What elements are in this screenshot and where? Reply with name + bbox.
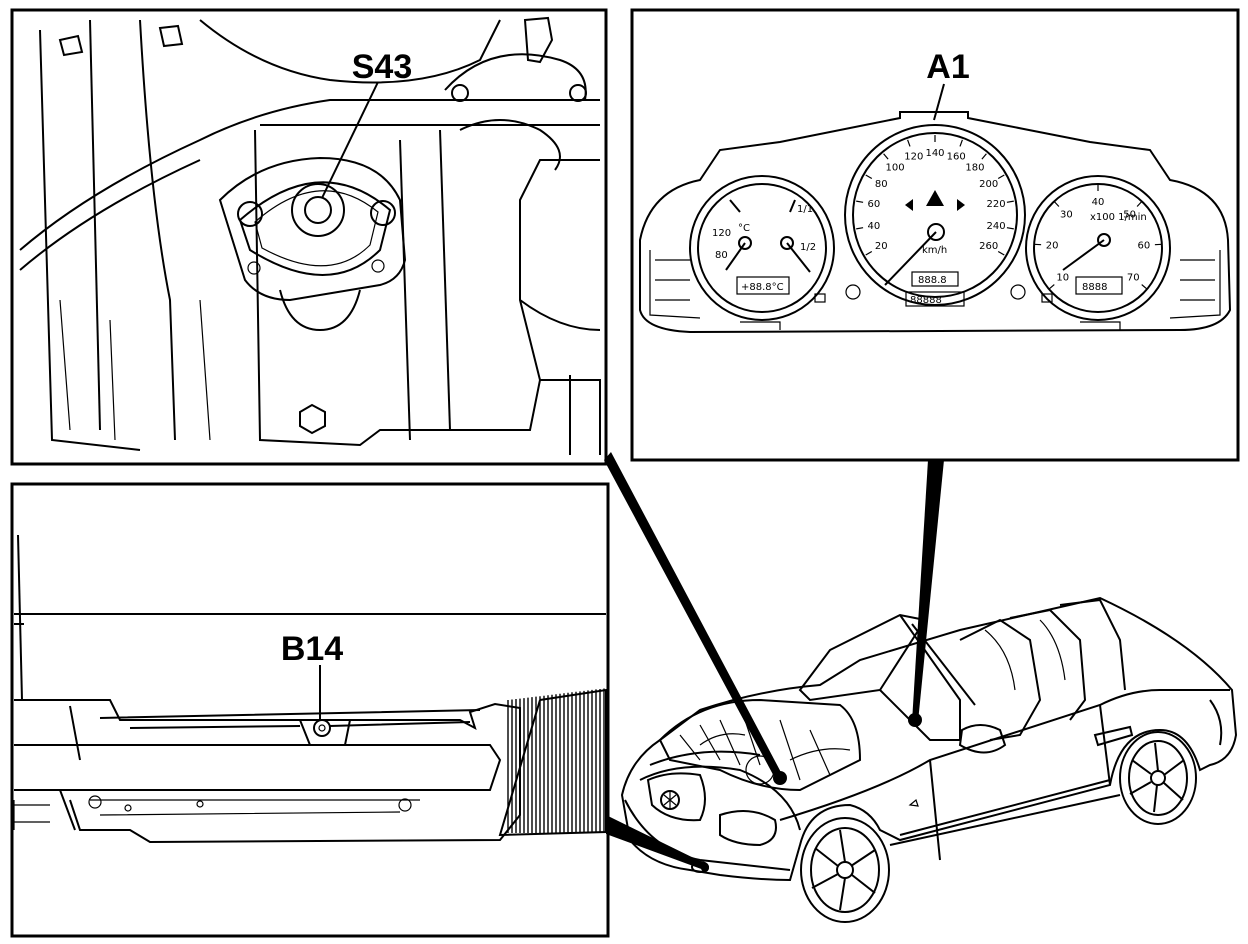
b14-pointer [606, 815, 706, 870]
tachometer-tick [1136, 200, 1143, 207]
b14-sensor [313, 719, 331, 737]
tachometer-scale: 10 20 30 40 50 60 70 [1034, 184, 1162, 290]
cluster-housing [639, 111, 1232, 334]
speedometer-tick [856, 227, 864, 230]
panel-s43: S43 [10, 8, 608, 466]
trip-display: 888.8 [918, 275, 947, 286]
speedometer-mark-120: 120 [904, 152, 923, 163]
speedometer-tick [865, 174, 873, 180]
speedometer-tick [865, 250, 873, 256]
speedometer-mark-140: 140 [925, 148, 944, 159]
speedometer-mark-80: 80 [875, 179, 888, 190]
odometer-display: 88888 [910, 295, 942, 306]
turn-left-icon [905, 199, 913, 211]
tachometer-mark-40: 40 [1092, 197, 1105, 208]
label-s43: S43 [352, 48, 413, 86]
label-b14: B14 [281, 630, 343, 668]
speedometer-tick [997, 250, 1005, 256]
label-a1: A1 [926, 48, 969, 86]
turn-right-icon [957, 199, 965, 211]
speedometer-tick [1006, 200, 1014, 203]
speedometer-mark-40: 40 [868, 221, 881, 232]
temp-display: +88.8°C [741, 282, 784, 293]
speedometer-unit: km/h [922, 245, 947, 256]
speedometer-mark-220: 220 [987, 199, 1006, 210]
callout-pointers [604, 452, 944, 870]
speedometer-tick [907, 139, 911, 147]
speedometer-mark-200: 200 [979, 179, 998, 190]
tachometer-mark-20: 20 [1046, 240, 1059, 251]
tachometer: 10 20 30 40 50 60 70 x100 1/min 8888 [1025, 175, 1171, 321]
clock-display: 8888 [1082, 282, 1107, 293]
coolant-mark-120: 120 [712, 228, 731, 239]
speedometer-tick [1006, 227, 1014, 230]
panel-a1: 120 80 °C 1/1 1/2 +88.8°C 20406080100120… [630, 8, 1240, 462]
s43-pointer [604, 452, 784, 782]
speedometer-tick [981, 153, 987, 160]
a1-leader [933, 83, 945, 121]
speedometer-mark-60: 60 [868, 199, 881, 210]
front-wheel [800, 817, 890, 923]
tachometer-mark-50: 50 [1123, 210, 1136, 221]
tachometer-tick [1048, 284, 1055, 290]
coolant-fuel-gauge: 120 80 °C 1/1 1/2 +88.8°C [689, 175, 835, 321]
s43-leader [321, 81, 379, 199]
speedometer-tick [997, 174, 1005, 180]
tachometer-mark-70: 70 [1127, 273, 1140, 284]
speedometer-needle [884, 231, 937, 286]
speedometer-tick [883, 153, 889, 160]
speedometer-mark-20: 20 [875, 241, 888, 252]
tachometer-tick [1053, 200, 1060, 207]
fuel-mark-half: 1/2 [800, 242, 816, 253]
car-overview [620, 596, 1238, 923]
speedometer-mark-260: 260 [979, 241, 998, 252]
tachometer-needle [1062, 239, 1105, 271]
sump-drawing [19, 16, 601, 455]
speedometer-tick [856, 200, 864, 203]
fuel-mark-full: 1/1 [797, 204, 813, 215]
tachometer-mark-10: 10 [1056, 273, 1069, 284]
rear-wheel [1119, 731, 1197, 825]
tachometer-mark-60: 60 [1138, 240, 1151, 251]
tachometer-unit: x100 1/min [1090, 212, 1147, 223]
bracket-hatching [507, 688, 605, 833]
speedometer-mark-160: 160 [947, 152, 966, 163]
panel-b14: B14 [10, 482, 610, 938]
hazard-icon [926, 190, 944, 206]
speedometer-mark-100: 100 [886, 163, 905, 174]
tachometer-tick [1141, 284, 1148, 290]
speedometer-mark-240: 240 [987, 221, 1006, 232]
a1-pointer [912, 460, 944, 722]
coolant-unit: °C [738, 223, 750, 234]
speedometer-tick [959, 139, 963, 147]
coolant-mark-80: 80 [715, 250, 728, 261]
speedometer-mark-180: 180 [965, 163, 984, 174]
tachometer-mark-30: 30 [1060, 210, 1073, 221]
